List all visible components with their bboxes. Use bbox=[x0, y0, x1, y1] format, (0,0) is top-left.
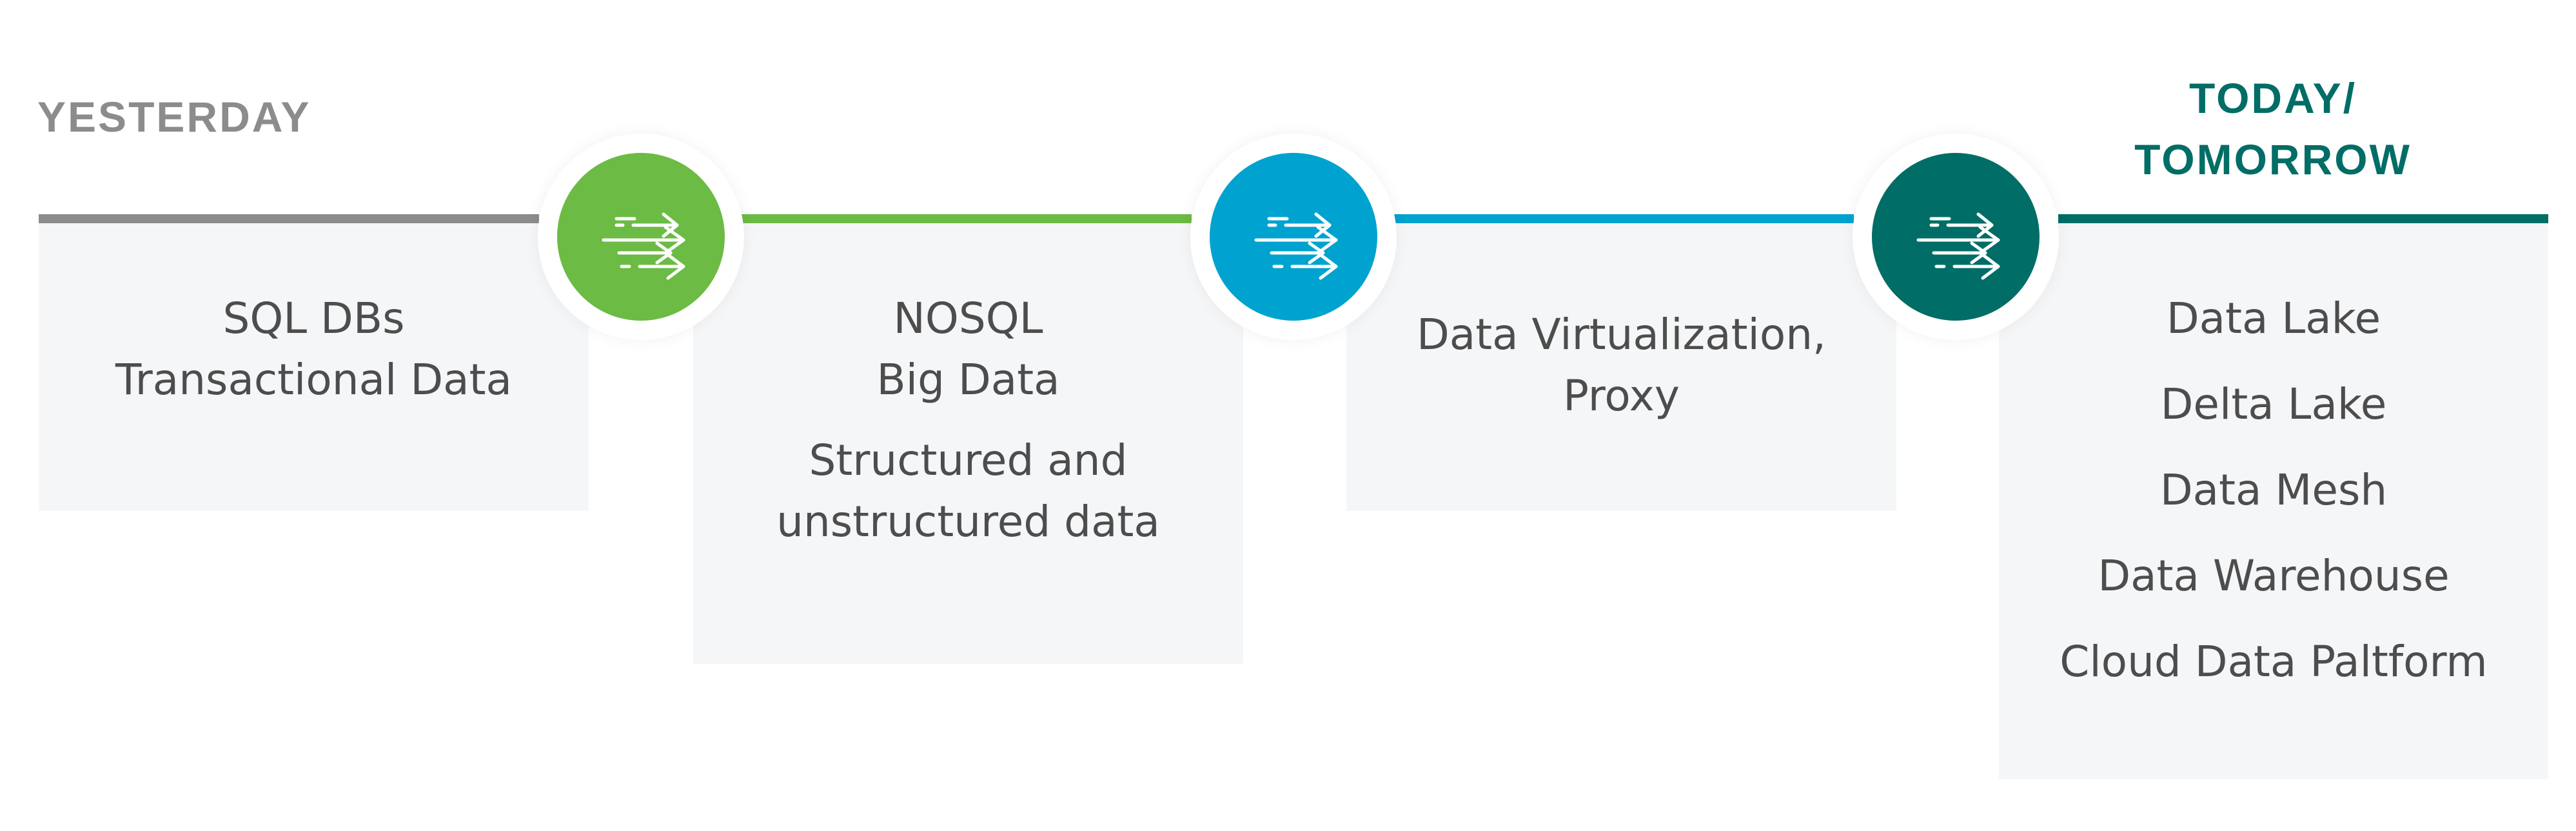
stage-box-sql: SQL DBs Transactional Data bbox=[39, 223, 589, 511]
timeline-segment-yesterday bbox=[39, 214, 539, 223]
stage-text-sql: SQL DBs Transactional Data bbox=[39, 288, 589, 410]
heading-tomorrow-line: TOMORROW bbox=[2134, 135, 2412, 183]
stage-item: Structured and bbox=[809, 436, 1128, 485]
timeline-segment-nosql bbox=[742, 214, 1192, 223]
heading-yesterday: YESTERDAY bbox=[37, 93, 311, 141]
stage-box-nosql: NOSQL Big Data Structured and unstructur… bbox=[693, 223, 1243, 664]
stage-box-today: Data Lake Delta Lake Data Mesh Data Ware… bbox=[1999, 223, 2548, 779]
stage-item: Transactional Data bbox=[115, 355, 512, 405]
stage-item: Data Virtualization, bbox=[1416, 310, 1827, 359]
timeline-segment-virtualization bbox=[1394, 214, 1854, 223]
connector-node-3 bbox=[1872, 153, 2040, 321]
connector-node-1 bbox=[557, 153, 725, 321]
stage-item: Data Mesh bbox=[2159, 465, 2388, 515]
speed-arrows-icon bbox=[1254, 212, 1338, 280]
stage-text-virtualization: Data Virtualization, Proxy bbox=[1346, 304, 1896, 426]
speed-arrows-icon bbox=[602, 212, 685, 280]
stage-item: NOSQL bbox=[893, 294, 1043, 343]
stage-text-nosql: NOSQL Big Data Structured and unstructur… bbox=[693, 288, 1243, 552]
stage-item: Delta Lake bbox=[2160, 379, 2387, 429]
heading-today-tomorrow: TODAY/ TOMORROW bbox=[2096, 68, 2450, 190]
speed-arrows-icon bbox=[1916, 212, 2000, 280]
stage-item: Data Warehouse bbox=[2098, 551, 2450, 601]
stage-item: Cloud Data Paltform bbox=[2060, 637, 2488, 686]
stage-item: Data Lake bbox=[2166, 294, 2381, 343]
connector-node-2 bbox=[1210, 153, 1377, 321]
stage-item: unstructured data bbox=[776, 497, 1160, 546]
timeline-segment-today bbox=[2058, 214, 2548, 223]
stage-text-today: Data Lake Delta Lake Data Mesh Data Ware… bbox=[1999, 288, 2548, 692]
stage-item: Big Data bbox=[876, 355, 1060, 405]
stage-item: Proxy bbox=[1563, 371, 1680, 421]
stage-item: SQL DBs bbox=[222, 294, 405, 343]
heading-today-line: TODAY/ bbox=[2188, 74, 2357, 122]
stage-box-virtualization: Data Virtualization, Proxy bbox=[1346, 223, 1896, 511]
